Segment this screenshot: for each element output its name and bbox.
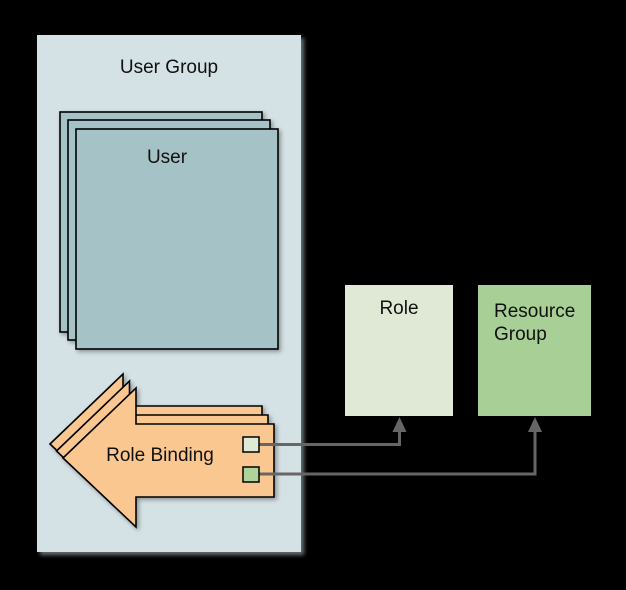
connector-to-resource-group [259,417,542,476]
role-binding-label: Role Binding [106,445,214,466]
connector-to-role-arrowhead-icon [392,417,407,432]
user-group-label: User Group [119,57,219,78]
connector-to-role [259,417,407,446]
role-binding-arrow-stack [48,372,275,529]
resource-group-box [478,285,591,416]
role-label: Role [379,298,419,319]
resource-group-label: Resource Group [494,301,576,345]
role-port-square [242,436,260,453]
role-binding-arrow-front [61,386,275,529]
resource-port-square [242,466,260,483]
user-label: User [146,147,188,168]
role-box [345,285,453,416]
user-stack [59,111,279,350]
connector-to-resource-group-arrowhead-icon [528,417,542,432]
user-card-front [75,128,279,350]
